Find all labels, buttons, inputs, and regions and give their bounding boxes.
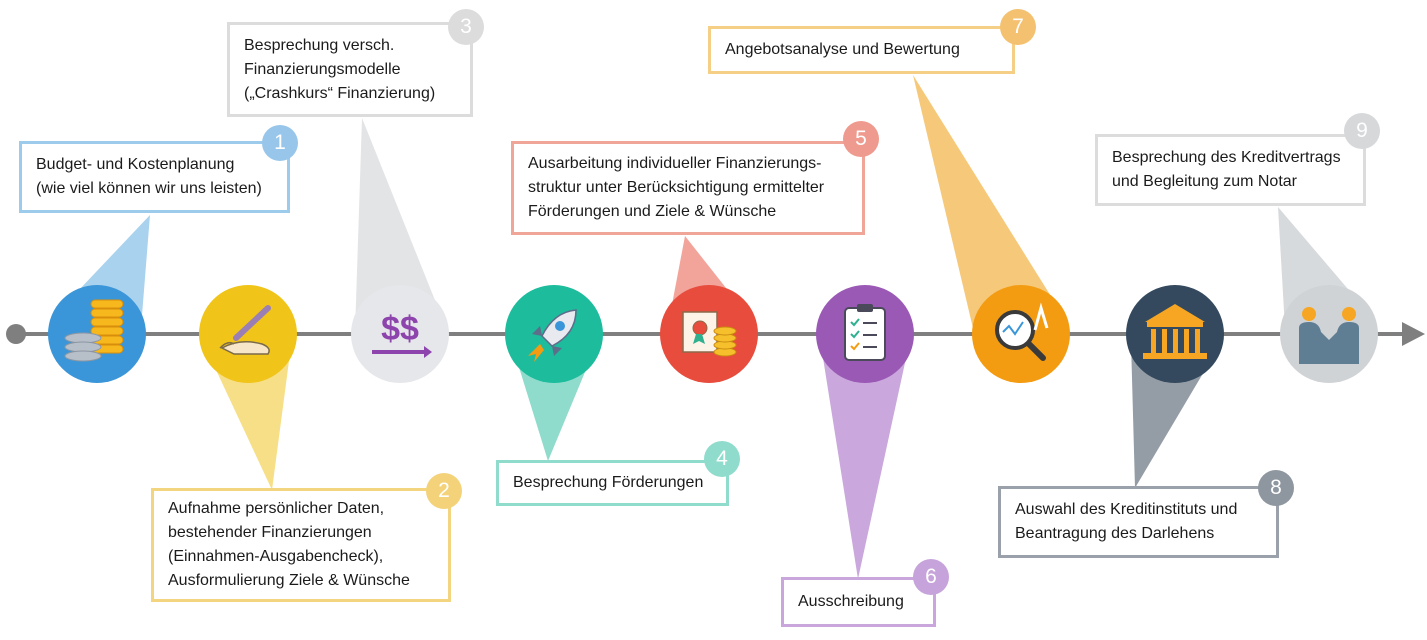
step-number-badge-3: 3: [448, 9, 484, 45]
bank-icon: [1126, 285, 1224, 383]
step-box-1: Budget- und Kostenplanung (wie viel könn…: [19, 141, 290, 213]
step-circle-9: [1280, 285, 1378, 383]
step-box-6: Ausschreibung: [781, 577, 936, 627]
step-box-3: Besprechung versch. Finanzierungsmodelle…: [227, 22, 473, 117]
step-box-8: Auswahl des Kreditinstituts und Beantrag…: [998, 486, 1279, 558]
timeline-arrow-head: [1402, 322, 1425, 346]
step-text-8: Auswahl des Kreditinstituts und Beantrag…: [1015, 501, 1238, 542]
certificate-coins-icon: [660, 285, 758, 383]
svg-text:$$: $$: [381, 310, 419, 348]
signing-hand-icon: [199, 285, 297, 383]
rocket-icon: [505, 285, 603, 383]
step-number-badge-9: 9: [1344, 113, 1380, 149]
step-text-6: Ausschreibung: [798, 593, 904, 610]
step-box-7: Angebotsanalyse und Bewertung: [708, 26, 1015, 74]
step-text-2: Aufnahme persönlicher Daten, bestehender…: [168, 500, 410, 589]
step-box-9: Besprechung des Kreditvertrags und Begle…: [1095, 134, 1366, 206]
step-text-4: Besprechung Förderungen: [513, 474, 704, 491]
dollar-transfer-icon: $$: [351, 285, 449, 383]
step-box-2: Aufnahme persönlicher Daten, bestehender…: [151, 488, 451, 602]
timeline-start-dot: [6, 324, 26, 344]
step-number-badge-6: 6: [913, 559, 949, 595]
handshake-icon: [1280, 285, 1378, 383]
step-text-5: Ausarbeitung individueller Finanzierungs…: [528, 155, 825, 220]
step-text-1: Budget- und Kostenplanung (wie viel könn…: [36, 156, 262, 197]
step-box-4: Besprechung Förderungen: [496, 460, 729, 506]
callout-pointer-3: [354, 118, 446, 342]
coins-icon: [48, 285, 146, 383]
step-circle-3: [351, 285, 449, 383]
step-number-badge-7: 7: [1000, 9, 1036, 45]
checklist-icon: [816, 285, 914, 383]
magnifier-chart-icon: [972, 285, 1070, 383]
step-box-5: Ausarbeitung individueller Finanzierungs…: [511, 141, 865, 235]
step-text-7: Angebotsanalyse und Bewertung: [725, 41, 960, 58]
step-number-badge-2: 2: [426, 473, 462, 509]
step-number-badge-4: 4: [704, 441, 740, 477]
callout-pointer-7: [913, 75, 1064, 352]
step-number-badge-5: 5: [843, 121, 879, 157]
step-text-3: Besprechung versch. Finanzierungsmodelle…: [244, 36, 436, 102]
step-number-badge-8: 8: [1258, 470, 1294, 506]
step-circle-2: [199, 285, 297, 383]
step-number-badge-1: 1: [262, 125, 298, 161]
callout-pointer-6: [819, 332, 911, 579]
step-text-9: Besprechung des Kreditvertrags und Begle…: [1112, 149, 1341, 190]
